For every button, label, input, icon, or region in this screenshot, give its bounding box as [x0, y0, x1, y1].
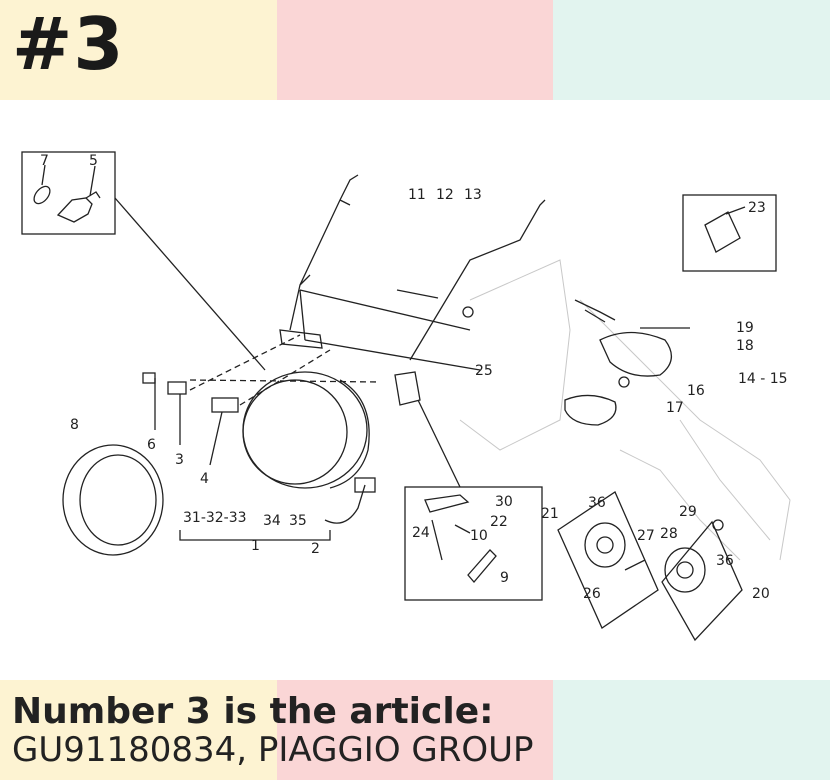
frame-crossbar: [299, 289, 481, 371]
label-29: 29: [679, 504, 697, 520]
label-28: 28: [660, 526, 678, 542]
label-36-bottom: 36: [716, 553, 734, 569]
label-31-32-33: 31-32-33: [183, 510, 247, 526]
bushing-4: [211, 397, 239, 413]
label-10: 10: [470, 528, 488, 544]
bracket-1: [179, 530, 331, 541]
bulb-inset-box: [21, 151, 116, 235]
label-11: 11: [408, 187, 426, 203]
label-20: 20: [752, 586, 770, 602]
label-4: 4: [200, 471, 209, 487]
label-25: 25: [475, 363, 493, 379]
label-19: 19: [736, 320, 754, 336]
reflector-inset-box: [682, 194, 777, 272]
band-yellow: [0, 0, 277, 100]
band-mint: [553, 0, 830, 100]
label-23: 23: [748, 200, 766, 216]
frame-mount: [279, 329, 323, 349]
label-17: 17: [666, 400, 684, 416]
footer-band-mint: [553, 680, 830, 780]
pin-9: [467, 549, 497, 584]
bulb-5: [56, 197, 93, 223]
screw-26: [624, 559, 646, 571]
label-3: 3: [175, 452, 184, 468]
label-36-top: 36: [588, 495, 606, 511]
label-35: 35: [289, 513, 307, 529]
horn-box-20: [661, 520, 743, 642]
screw-6: [142, 372, 156, 384]
label-21: 21: [541, 506, 559, 522]
label-1: 1: [251, 538, 260, 554]
horn-2: [664, 547, 706, 593]
label-34: 34: [263, 513, 281, 529]
reflector-23: [704, 211, 741, 253]
caption-article-heading: Number 3 is the article:: [12, 691, 494, 732]
label-16: 16: [687, 383, 705, 399]
label-5: 5: [89, 153, 98, 169]
label-8: 8: [70, 417, 79, 433]
band-pink: [277, 0, 553, 100]
spacer-3: [167, 381, 187, 395]
horn-box-21: [557, 491, 659, 629]
lever-30: [424, 494, 470, 513]
label-22: 22: [490, 514, 508, 530]
turn-signal-wire: [574, 299, 616, 323]
label-30: 30: [495, 494, 513, 510]
label-18: 18: [736, 338, 754, 354]
page-title: #3: [12, 2, 125, 86]
label-26: 26: [583, 586, 601, 602]
label-9: 9: [500, 570, 509, 586]
turn-signal-14-15: [599, 331, 672, 377]
headlamp-rim-8: [62, 444, 164, 556]
label-27: 27: [637, 528, 655, 544]
parts-diagram: 7 5 11 12 13 23 19 18 14 - 15 16 17 25 8…: [21, 151, 791, 642]
bolt-11: [396, 289, 439, 299]
label-13: 13: [464, 187, 482, 203]
headlamp-unit: [242, 371, 368, 489]
nut-13: [462, 306, 474, 318]
label-14-15: 14 - 15: [738, 371, 788, 387]
footer-band: [0, 680, 830, 780]
footer-band-yellow: [0, 680, 277, 780]
bulb-16: [618, 376, 630, 388]
wiring-2: [324, 484, 366, 524]
label-12: 12: [436, 187, 454, 203]
leader-bulb: [114, 197, 266, 371]
nut-29: [712, 519, 724, 531]
frame-right-arm: [409, 199, 546, 361]
bulb-cap: [33, 185, 51, 205]
footer-band-pink: [277, 680, 553, 780]
turn-signal-lens-17: [564, 394, 617, 426]
label-24: 24: [412, 525, 430, 541]
horn-1: [584, 522, 626, 568]
label-7: 7: [40, 153, 49, 169]
bulb-tip: [85, 191, 101, 199]
spring-24: [431, 519, 443, 561]
stand-inset-box: [404, 486, 543, 601]
caption-article-code: GU91180834, PIAGGIO GROUP: [12, 730, 534, 770]
frame-left-arm: [289, 174, 359, 331]
header-band: [0, 0, 830, 100]
label-6: 6: [147, 437, 156, 453]
frame-clamp: [394, 371, 421, 406]
label-2: 2: [311, 541, 320, 557]
